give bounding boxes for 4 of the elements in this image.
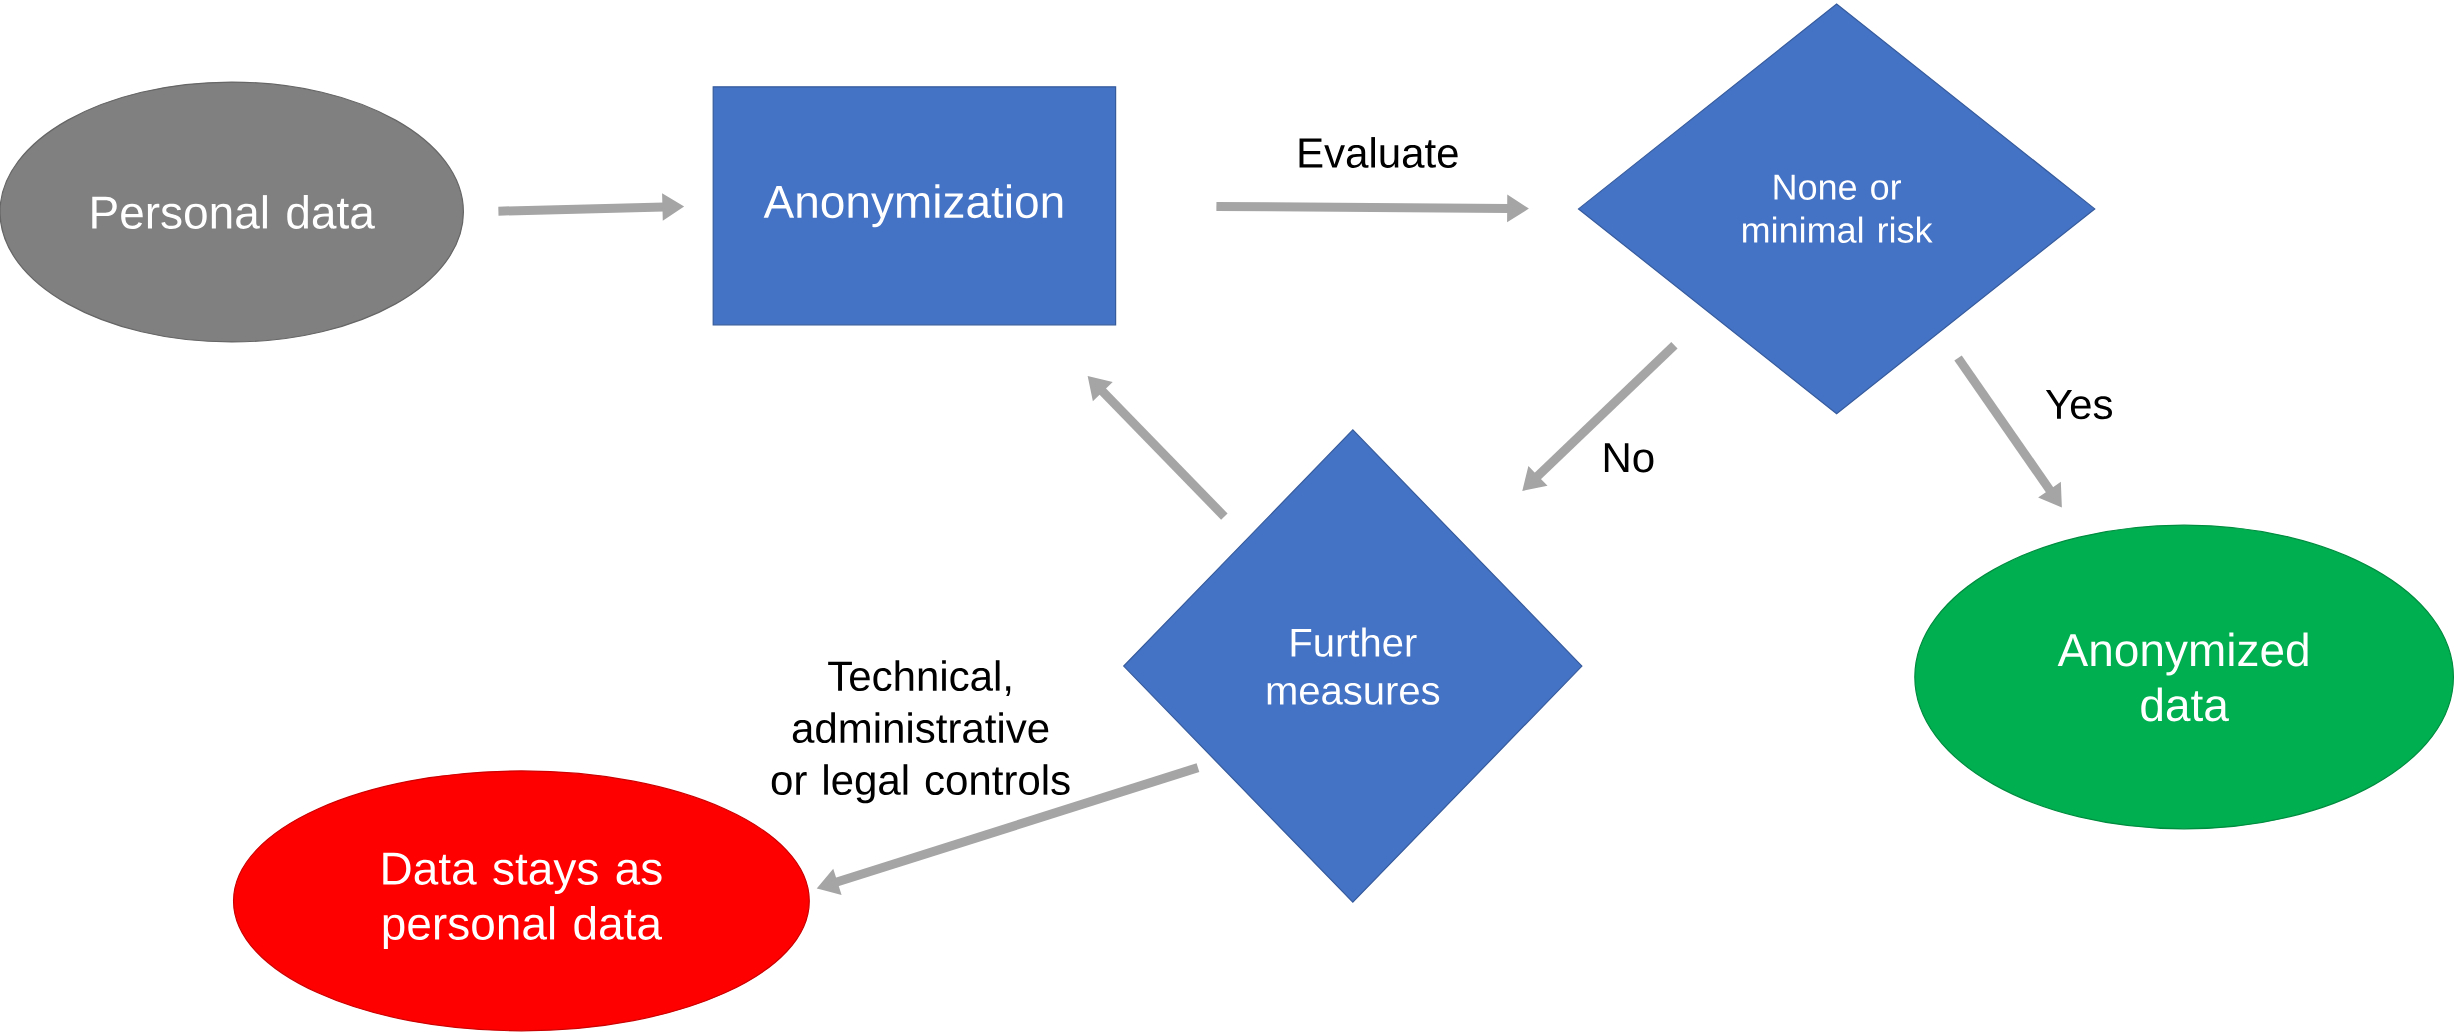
oval: Anonymized data	[1914, 524, 2455, 830]
edge-label: No	[1604, 443, 1654, 473]
process-box: Anonymization	[712, 86, 1117, 326]
edge-label: Evaluate	[1299, 137, 1458, 168]
